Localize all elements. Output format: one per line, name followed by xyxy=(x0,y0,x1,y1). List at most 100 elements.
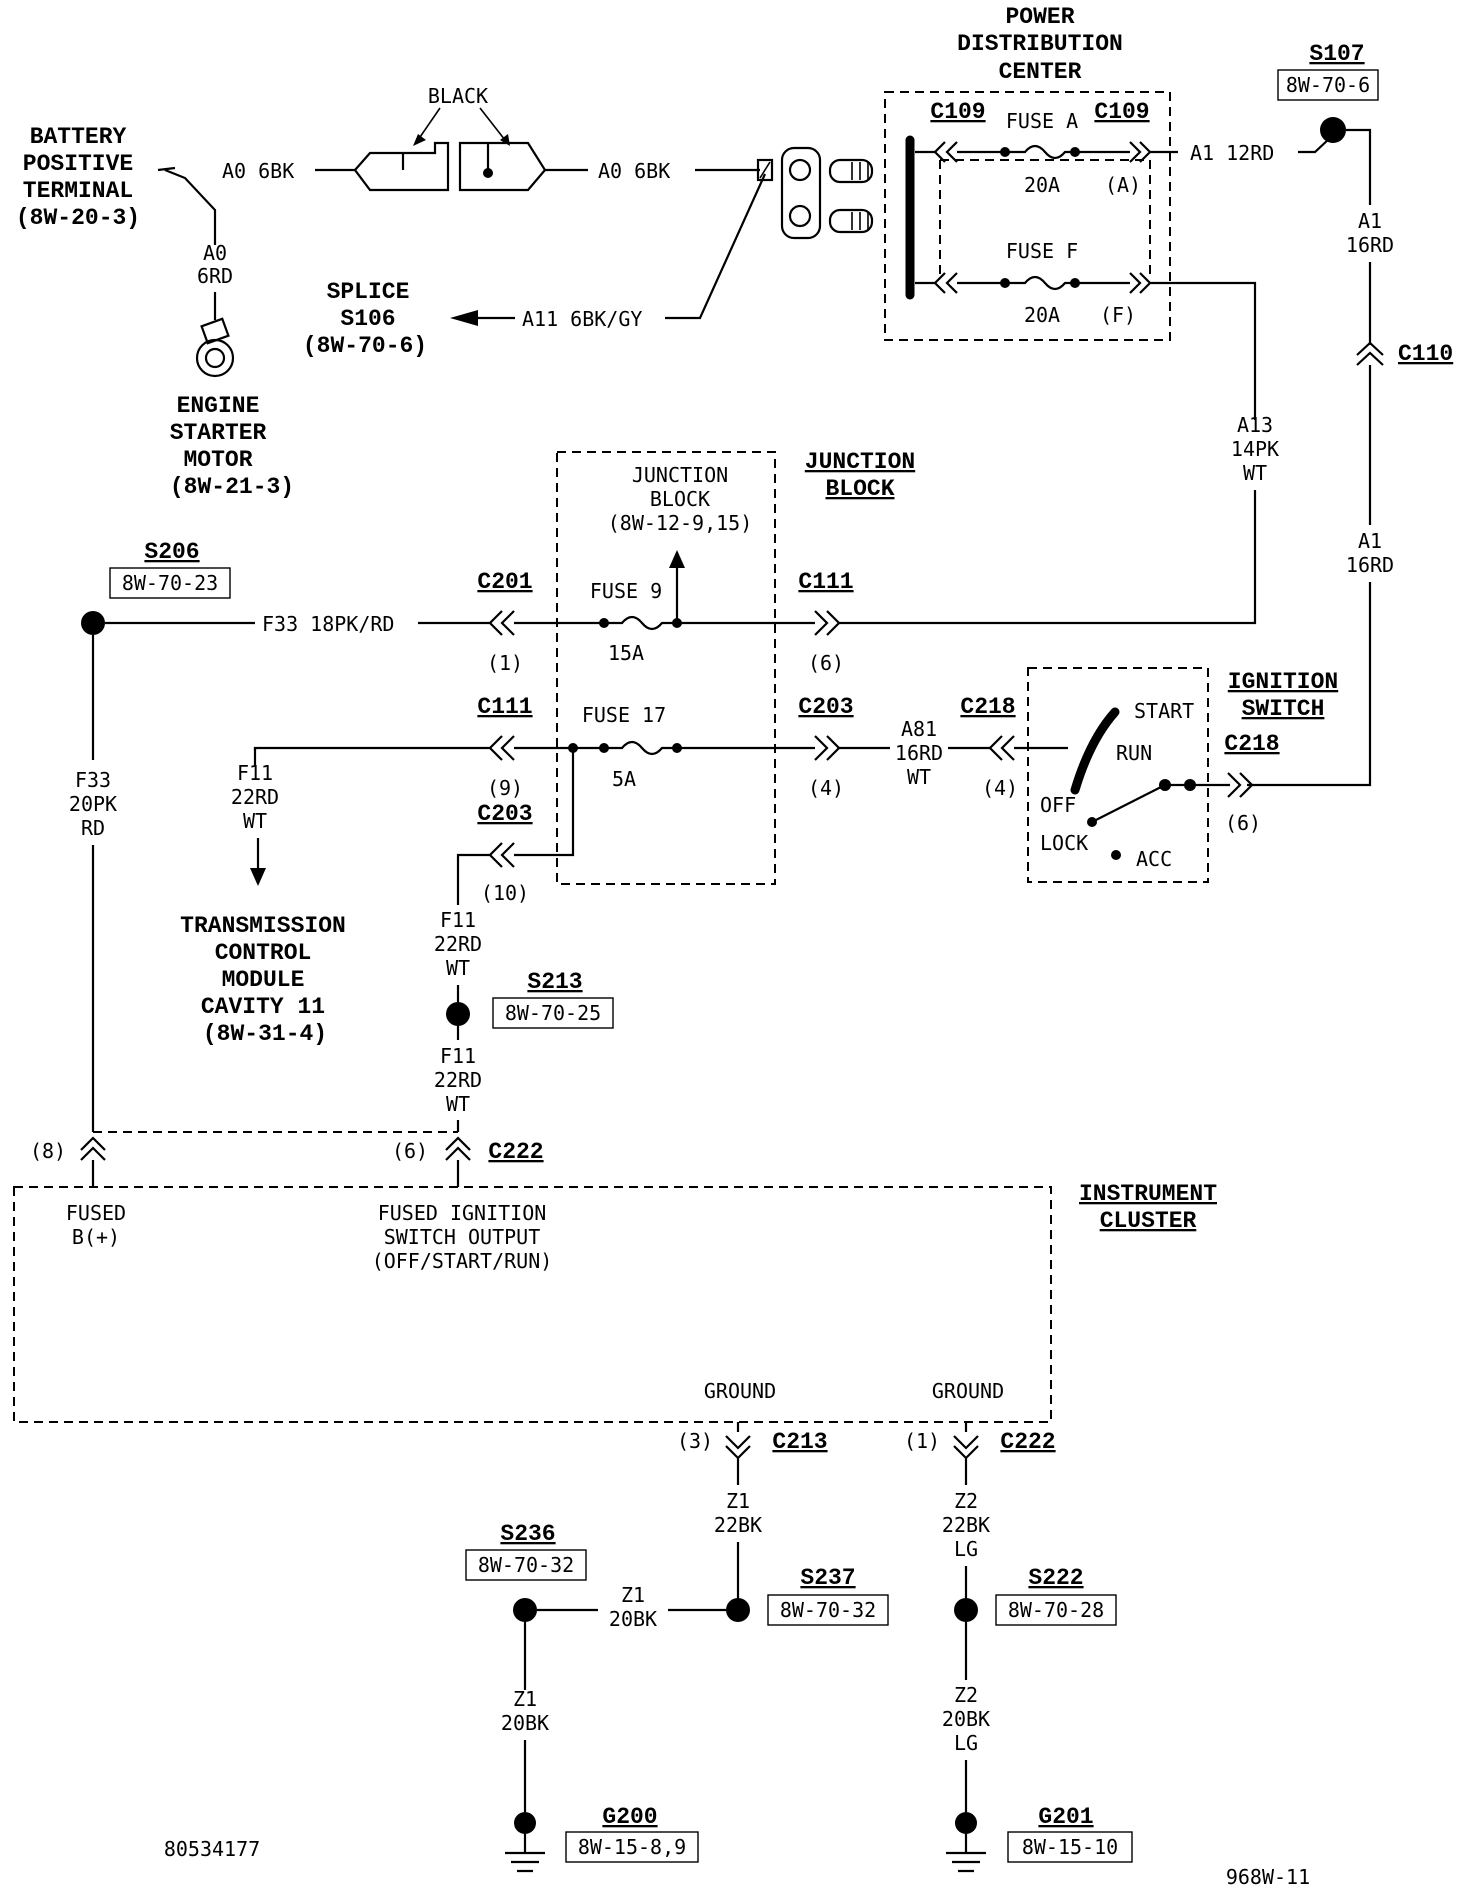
fuse-9-rating: 15A xyxy=(608,641,644,665)
c110-label: C110 xyxy=(1398,341,1453,367)
s206-ref: 8W-70-23 xyxy=(122,571,218,595)
pdc-boundary xyxy=(884,91,1171,341)
f11-ic-22rd-label-1: 22RD xyxy=(434,932,482,956)
s107-label: S107 xyxy=(1309,41,1364,67)
run-start-contact xyxy=(1070,707,1120,795)
fuse-a-rating: 20A xyxy=(1024,173,1060,197)
16rd-label-lower: 16RD xyxy=(1346,553,1394,577)
z2-lg-label-bottom: LG xyxy=(954,1731,978,1755)
battery-label-line3: TERMINAL xyxy=(23,178,133,204)
c203-label-lower: C203 xyxy=(477,801,532,827)
a1-label-lower: A1 xyxy=(1358,529,1382,553)
g201-ref-box xyxy=(1007,1831,1133,1863)
fuse-17-label: FUSE 17 xyxy=(582,703,666,727)
fuse-f-rating: 20A xyxy=(1024,303,1060,327)
fuse-9-label: FUSE 9 xyxy=(590,579,662,603)
switch-blade xyxy=(1091,784,1166,823)
s236-splice-dot xyxy=(513,1598,537,1622)
c203-connector-lower xyxy=(488,842,515,868)
switch-acc-node xyxy=(1111,850,1121,860)
16rd-label-top: 16RD xyxy=(1346,233,1394,257)
pin-a-label: (A) xyxy=(1105,173,1141,197)
f11-tcm-label: F11 xyxy=(237,761,273,785)
a1-label-top: A1 xyxy=(1358,209,1382,233)
junction-block-title-line2: BLOCK xyxy=(825,476,894,502)
tcm-label: TRANSMISSION CONTROL MODULE CAVITY 11 (8… xyxy=(180,913,346,1047)
c203-label-right: C203 xyxy=(798,694,853,720)
z1-label-c213: Z1 xyxy=(726,1489,750,1513)
a0-6bk-label-left: A0 6BK xyxy=(222,159,294,183)
tcm-label-line4: CAVITY 11 xyxy=(201,994,325,1020)
c109-label-left: C109 xyxy=(930,99,985,125)
battery-label-line2: POSITIVE xyxy=(23,151,133,177)
starter-label-line2: STARTER xyxy=(170,420,267,446)
fuse-f-label: FUSE F xyxy=(1006,239,1078,263)
fused-ign-line1: FUSED IGNITION xyxy=(378,1201,547,1225)
s237-ref: 8W-70-32 xyxy=(780,1598,876,1622)
s213-splice-dot xyxy=(446,1002,470,1026)
c109-label-right: C109 xyxy=(1094,99,1149,125)
starter-label-line4: (8W-21-3) xyxy=(170,474,294,500)
fuse-a-label: FUSE A xyxy=(1006,109,1078,133)
c213-label: C213 xyxy=(772,1429,827,1455)
fused-bplus-line2: B(+) xyxy=(72,1225,120,1249)
a1-12rd-label: A1 12RD xyxy=(1190,141,1274,165)
f11-ic-wt-label-1: WT xyxy=(446,956,470,980)
a13-wire-top xyxy=(1150,281,1257,420)
s222-splice-dot xyxy=(954,1598,978,1622)
f11-ic-label-2: F11 xyxy=(440,1044,476,1068)
g201-eyelet xyxy=(955,1812,977,1834)
c111-pin-9: (9) xyxy=(487,776,523,800)
g200-ground-icon xyxy=(505,1834,545,1873)
s107-splice-dot xyxy=(1320,117,1346,143)
black-pointer-left xyxy=(417,107,441,141)
c213-pin-3: (3) xyxy=(677,1429,713,1453)
c110-connector xyxy=(1356,341,1384,366)
tcm-label-line5: (8W-31-4) xyxy=(203,1021,327,1047)
tcm-arrow xyxy=(250,868,266,886)
s206-ref-box xyxy=(109,567,231,599)
z1-20bk-label-g200: 20BK xyxy=(501,1711,549,1735)
switch-run-label: RUN xyxy=(1116,741,1152,765)
a81-16rd-label: 16RD xyxy=(895,741,943,765)
fuse-9-feed-arrow xyxy=(669,550,685,568)
s222-ref-box xyxy=(995,1594,1117,1626)
switch-acc-label: ACC xyxy=(1136,847,1172,871)
black-pointer-right xyxy=(479,107,506,141)
c218-label-right: C218 xyxy=(1224,731,1279,757)
fuse-f-symbol xyxy=(1005,275,1075,291)
s206-label: S206 xyxy=(144,539,199,565)
tcm-label-line3: MODULE xyxy=(222,967,305,993)
black-connector-female xyxy=(458,141,547,192)
a11-wire xyxy=(665,173,767,320)
a1-16rd-wire-top xyxy=(1346,128,1372,205)
junction-block-boundary xyxy=(556,451,776,885)
z2-label-bottom: Z2 xyxy=(954,1683,978,1707)
jb-inner-line1: JUNCTION xyxy=(632,463,728,487)
s107-ref-box xyxy=(1277,69,1379,101)
pdc-inner-boundary xyxy=(939,159,1151,280)
starter-label: ENGINE STARTER MOTOR (8W-21-3) xyxy=(170,393,294,500)
pdc-stud-terminals xyxy=(756,146,874,240)
battery-label: BATTERY POSITIVE TERMINAL (8W-20-3) xyxy=(16,124,140,231)
f33-18pk-label: F33 18PK/RD xyxy=(262,612,394,636)
s106-label-line3: (8W-70-6) xyxy=(303,333,427,359)
c218-connector-right xyxy=(1227,772,1254,798)
g200-eyelet xyxy=(514,1812,536,1834)
c111-connector-upper xyxy=(814,610,841,636)
a13-wt-label: WT xyxy=(1243,461,1267,485)
a81-label: A81 xyxy=(901,717,937,741)
a11-label: A11 6BK/GY xyxy=(522,307,642,331)
c222-lower-connector xyxy=(953,1435,979,1460)
c222-pin-6: (6) xyxy=(392,1139,428,1163)
c203-pin-10: (10) xyxy=(481,881,529,905)
tcm-label-line1: TRANSMISSION xyxy=(180,913,346,939)
14pk-label: 14PK xyxy=(1231,437,1279,461)
c218-pin-6: (6) xyxy=(1225,811,1261,835)
s237-label: S237 xyxy=(800,1565,855,1591)
c109-right-f-connector xyxy=(1129,272,1152,294)
pdc-title-line1: POWER xyxy=(1005,4,1074,30)
page-ref: 968W-11 xyxy=(1226,1865,1310,1889)
f11-ic-wt-label-2: WT xyxy=(446,1092,470,1116)
